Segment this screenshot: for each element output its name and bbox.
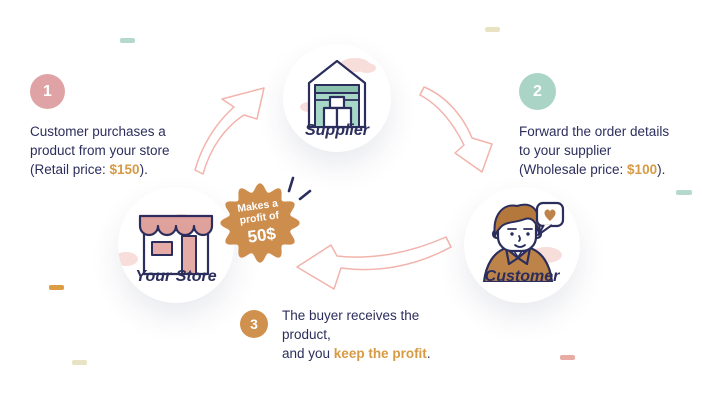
storefront-icon: [138, 214, 214, 276]
your-store-label: Your Store: [135, 268, 217, 285]
keep-profit-text: keep the profit: [333, 346, 427, 361]
confetti-beige: [72, 360, 87, 365]
wholesale-price-value: $100: [627, 162, 658, 177]
step-3-text: The buyer receives the product, and you …: [282, 308, 431, 361]
node-your-store: Your Store: [118, 187, 234, 303]
step-1: 1 Customer purchases a product from your…: [30, 74, 200, 179]
step-1-marker: 1: [30, 74, 65, 109]
starburst-seal-icon: [220, 183, 300, 263]
step-3: 3 The buyer receives the product, and yo…: [240, 308, 470, 363]
arrow-customer-to-store: [296, 236, 452, 290]
confetti-pink: [560, 355, 575, 360]
warehouse-icon: [307, 59, 367, 129]
retail-price-value: $150: [109, 162, 140, 177]
confetti-beige: [485, 27, 500, 32]
node-customer: Customer: [464, 187, 580, 303]
arrow-supplier-to-customer: [419, 86, 493, 173]
supplier-label: Supplier: [304, 122, 369, 139]
confetti-teal: [676, 190, 692, 195]
customer-avatar-icon: [482, 201, 565, 282]
confetti-teal: [120, 38, 135, 43]
step-3-number: 3: [250, 316, 258, 332]
step-3-marker: 3: [240, 310, 268, 338]
customer-label: Customer: [484, 268, 560, 285]
step-2-text: Forward the order details to your suppli…: [519, 124, 670, 177]
step-1-text: Customer purchases a product from your s…: [30, 124, 170, 177]
step-1-number: 1: [43, 82, 52, 100]
arrow-store-to-supplier: [194, 87, 265, 175]
emphasis-dashes-icon: [287, 176, 312, 201]
confetti-orange: [49, 285, 64, 290]
step-2-number: 2: [533, 82, 542, 100]
profit-amount: 50$: [246, 223, 278, 247]
step-2: 2 Forward the order details to your supp…: [519, 73, 689, 179]
profit-badge: Makes a profit of 50$: [216, 179, 304, 267]
step-2-marker: 2: [519, 73, 556, 110]
node-supplier: Supplier: [283, 44, 391, 152]
